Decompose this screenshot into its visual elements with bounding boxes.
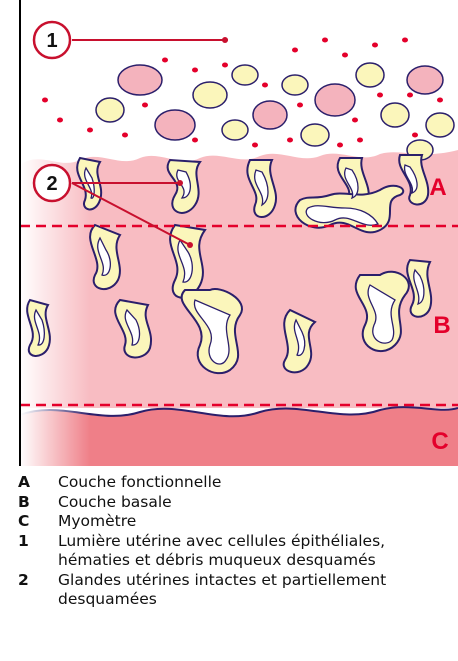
legend-label-a: Couche fonctionnelle bbox=[58, 473, 448, 493]
legend-key-b: B bbox=[18, 493, 58, 513]
layer-a-letter: A bbox=[429, 174, 446, 201]
callout-1-number: 1 bbox=[46, 30, 57, 52]
legend-item-b: B Couche basale bbox=[18, 493, 448, 513]
legend-label-b: Couche basale bbox=[58, 493, 448, 513]
legend-label-c: Myomètre bbox=[58, 512, 448, 532]
legend-item-a: A Couche fonctionnelle bbox=[18, 473, 448, 493]
layer-c-letter: C bbox=[431, 428, 448, 455]
legend-item-1: 1 Lumière utérine avec cellules épithéli… bbox=[18, 532, 448, 571]
legend: A Couche fonctionnelle B Couche basale C… bbox=[18, 473, 448, 610]
legend-key-a: A bbox=[18, 473, 58, 493]
legend-label-1: Lumière utérine avec cellules épithélial… bbox=[58, 532, 448, 571]
legend-item-2: 2 Glandes utérines intactes et partielle… bbox=[18, 571, 448, 610]
legend-item-c: C Myomètre bbox=[18, 512, 448, 532]
lumen-debris bbox=[96, 63, 454, 160]
uterine-wall-diagram: 1 2 A B C bbox=[0, 0, 458, 466]
legend-key-1: 1 bbox=[18, 532, 58, 552]
legend-label-2: Glandes utérines intactes et partielleme… bbox=[58, 571, 448, 610]
callout-2-number: 2 bbox=[46, 173, 57, 195]
legend-key-2: 2 bbox=[18, 571, 58, 591]
legend-key-c: C bbox=[18, 512, 58, 532]
layer-b-letter: B bbox=[433, 312, 450, 339]
